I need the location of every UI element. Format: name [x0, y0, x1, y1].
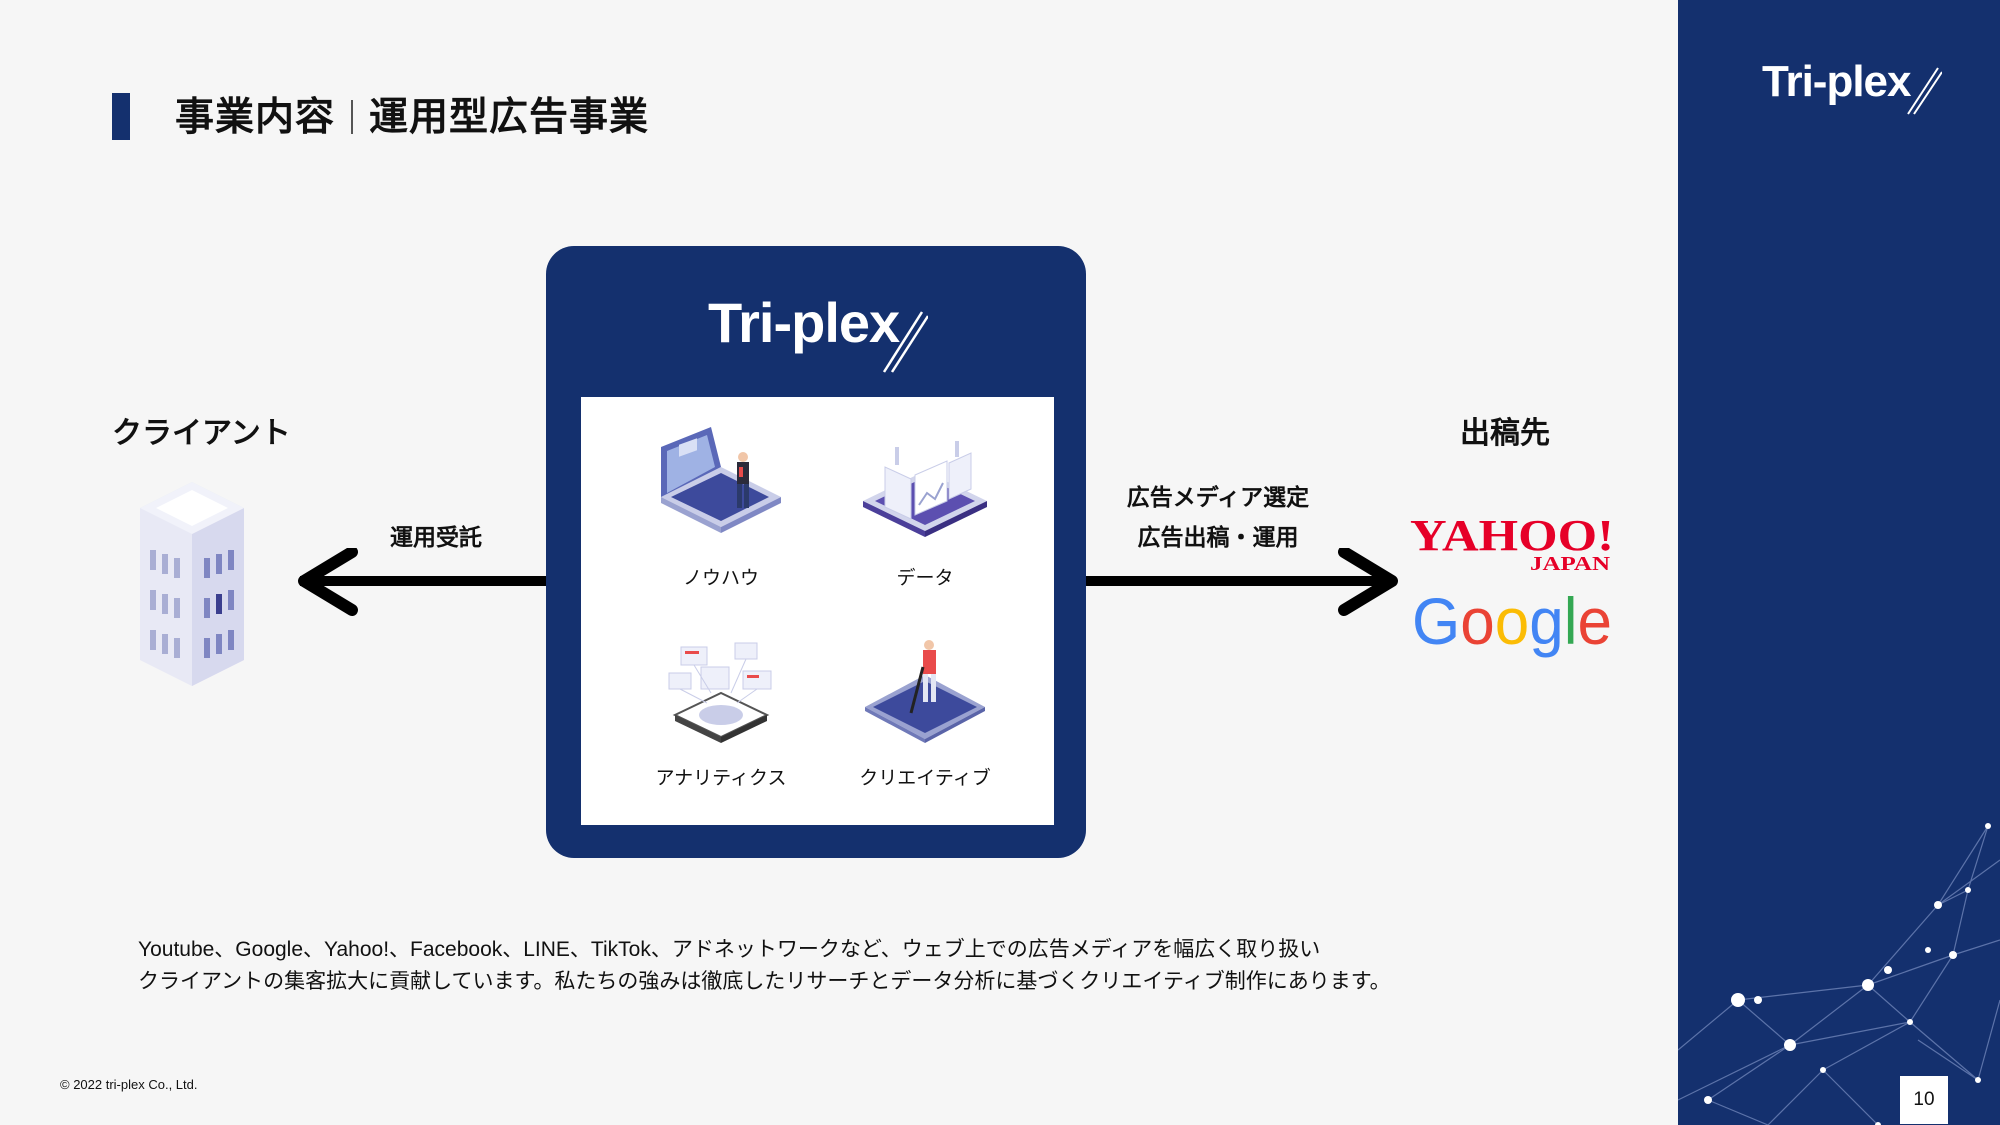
- title-left: 事業内容: [175, 95, 335, 140]
- page-title: 事業内容運用型広告事業: [175, 86, 649, 142]
- arrow-right-icon: [1086, 548, 1406, 618]
- logo-text: Tri-plex: [708, 291, 900, 354]
- service-item: アナリティクス: [621, 597, 821, 787]
- arrow-right-label-line1: 広告メディア選定: [1086, 478, 1350, 518]
- description: Youtube、Google、Yahoo!、Facebook、LINE、TikT…: [138, 934, 1391, 998]
- description-line-2: クライアントの集客拡大に貢献しています。私たちの強みは徹底したリサーチとデータ分…: [138, 966, 1391, 998]
- tri-plex-logo: Tri-plex: [708, 288, 928, 376]
- service-label: データ: [825, 563, 1025, 590]
- sidebar: Tri-plex 10: [1678, 0, 2000, 1125]
- dashboard-icon: [855, 427, 995, 547]
- network-decoration: [1678, 800, 2000, 1125]
- tablet-icon: [855, 627, 995, 747]
- title-accent-bar: [112, 93, 130, 140]
- copyright: © 2022 tri-plex Co., Ltd.: [60, 1077, 197, 1092]
- yahoo-japan-text: JAPAN: [1530, 553, 1611, 574]
- laptop-icon: [651, 427, 791, 547]
- yahoo-japan-logo: YAHOO! JAPAN: [1410, 512, 1618, 574]
- tri-plex-logo: Tri-plex: [1762, 50, 1942, 122]
- service-item: ノウハウ: [621, 397, 821, 587]
- title-separator: [351, 100, 353, 134]
- service-item: クリエイティブ: [825, 597, 1025, 787]
- services-panel: ノウハウ データ: [581, 397, 1054, 825]
- arrow-left-label: 運用受託: [300, 518, 572, 552]
- service-item: データ: [825, 397, 1025, 587]
- building-icon: [130, 478, 260, 688]
- client-label: クライアント: [112, 408, 291, 452]
- title-right: 運用型広告事業: [369, 95, 649, 140]
- arrow-right-label: 広告メディア選定 広告出稿・運用: [1086, 478, 1350, 558]
- destination-label: 出稿先: [1460, 408, 1550, 452]
- google-logo-text: Google: [1412, 586, 1612, 658]
- logo-text: Tri-plex: [1762, 57, 1912, 106]
- google-logo: Google: [1410, 586, 1618, 666]
- analytics-icon: [651, 627, 791, 747]
- service-label: クリエイティブ: [825, 763, 1025, 790]
- arrow-left-icon: [290, 548, 550, 618]
- service-label: アナリティクス: [621, 763, 821, 790]
- page-number: 10: [1900, 1076, 1948, 1124]
- service-label: ノウハウ: [621, 563, 821, 590]
- tri-plex-services-box: Tri-plex ノウハウ: [546, 246, 1086, 858]
- description-line-1: Youtube、Google、Yahoo!、Facebook、LINE、TikT…: [138, 934, 1391, 966]
